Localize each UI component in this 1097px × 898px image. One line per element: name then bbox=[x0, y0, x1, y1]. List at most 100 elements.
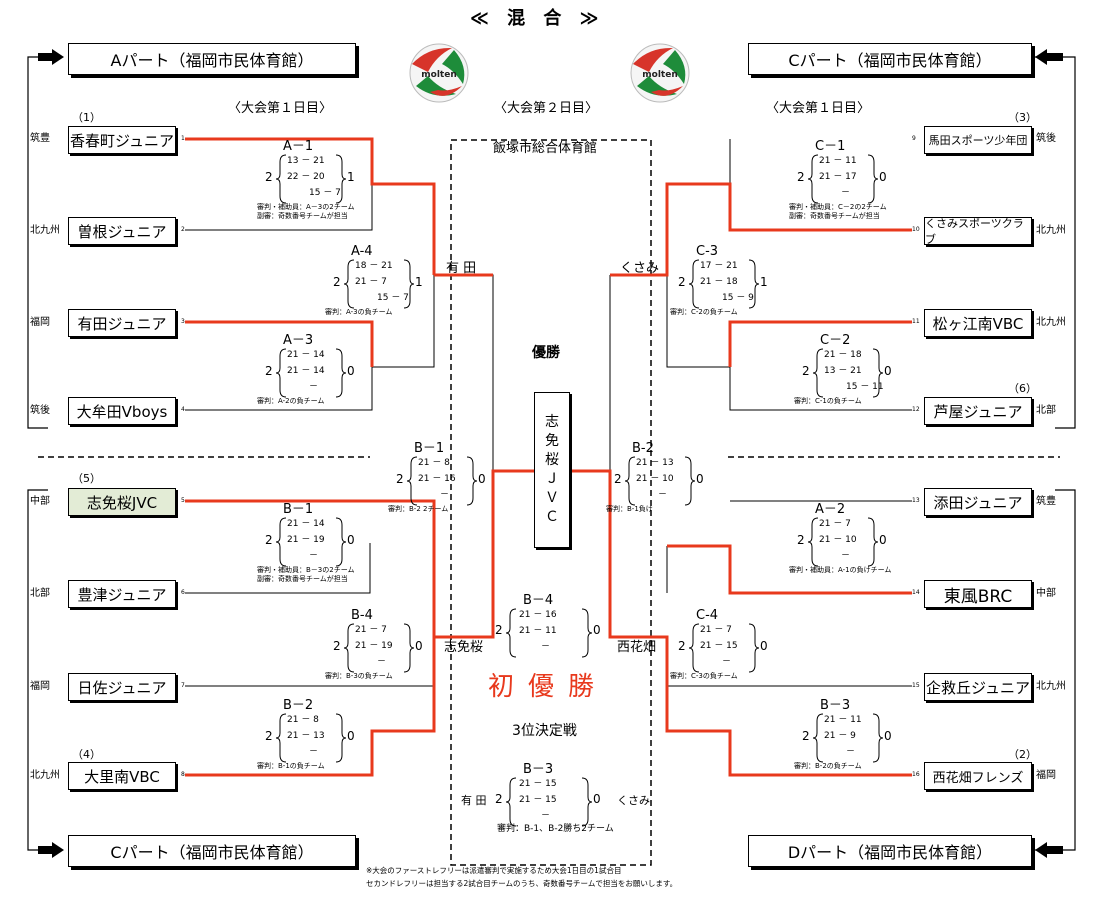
match-name: C－2 bbox=[820, 333, 851, 348]
part-c-header-bottom: Cパート（福岡市民体育館） bbox=[68, 835, 356, 867]
team-region: 中部 bbox=[30, 496, 50, 507]
part-c-header-top: Cパート（福岡市民体育館） bbox=[748, 43, 1032, 75]
sets-left: 2 bbox=[495, 792, 503, 806]
brace-right-icon bbox=[684, 456, 696, 506]
match-block: B－2 2 21 － 8 21 － 13 － 0 審判：B-1の負チーム bbox=[257, 698, 375, 777]
set-score: － bbox=[722, 657, 732, 667]
set-score: 21 － 13 bbox=[636, 458, 674, 468]
team-number: 7 bbox=[181, 682, 185, 689]
team-region: 北九州 bbox=[1036, 681, 1066, 692]
set-score: 21 － 15 bbox=[519, 779, 557, 789]
team-box: 大牟田Vboys bbox=[68, 397, 176, 425]
team-box: 大里南VBC bbox=[68, 762, 176, 790]
set-score: 21 － 18 bbox=[700, 277, 738, 287]
team-box: 有田ジュニア bbox=[68, 309, 176, 337]
match-name: B－2 bbox=[283, 698, 314, 713]
champion-char: Ｊ bbox=[545, 471, 559, 487]
brace-right-icon bbox=[403, 623, 415, 673]
referee-note: 審判：C-3の負チーム bbox=[670, 672, 738, 680]
team-region: 筑後 bbox=[1036, 133, 1056, 144]
set-score: 21 － 16 bbox=[519, 610, 557, 620]
seed-label: （4） bbox=[72, 748, 101, 761]
sets-right: 0 bbox=[347, 533, 355, 547]
match-block: C-4 2 21 － 7 21 － 15 － 0 審判：C-3の負チーム bbox=[670, 608, 788, 687]
set-score: 21 － 13 bbox=[287, 731, 325, 741]
sets-right: 0 bbox=[884, 364, 892, 378]
match-block: B－1 2 21 － 8 21 － 16 － 0 審判：B-2 2チーム bbox=[388, 442, 506, 520]
set-score: 18 － 21 bbox=[355, 261, 393, 271]
referee-note: 副審：奇数番号チームが担当 bbox=[789, 212, 880, 220]
set-score: 21 － 11 bbox=[819, 156, 857, 166]
match-name: A－1 bbox=[283, 139, 314, 154]
team-region: 北部 bbox=[30, 588, 50, 599]
winner-label: 有 田 bbox=[446, 261, 477, 276]
set-score: 21 － 9 bbox=[824, 731, 856, 741]
referee-note: 審判：C-1の負チーム bbox=[794, 397, 862, 405]
team-box: 馬田スポーツ少年団 bbox=[924, 126, 1032, 154]
match-block: B－3 2 21 － 15 21 － 15 － 0 審判：B-1、B-2勝ち2チ… bbox=[495, 762, 614, 841]
third-place-label: 3位決定戦 bbox=[512, 723, 577, 739]
team-number: 13 bbox=[912, 497, 920, 504]
winner-label: くさみ bbox=[620, 261, 660, 276]
set-score: － bbox=[541, 811, 551, 821]
brace-right-icon bbox=[466, 456, 478, 506]
set-score: 21 － 16 bbox=[418, 474, 456, 484]
sets-right: 0 bbox=[347, 729, 355, 743]
match-block: A－2 2 21 － 7 21 － 10 － 0 審判・補助員：A-1の負けチー… bbox=[789, 503, 907, 581]
brace-right-icon bbox=[748, 259, 760, 309]
sets-left: 2 bbox=[333, 275, 341, 289]
match-name: B－3 bbox=[523, 762, 554, 777]
brace-right-icon bbox=[581, 608, 593, 658]
team-region: 筑豊 bbox=[1036, 496, 1056, 507]
team-region: 北九州 bbox=[30, 770, 60, 781]
team-region: 中部 bbox=[1036, 588, 1056, 599]
team-number: 14 bbox=[912, 589, 920, 596]
brace-left-icon bbox=[688, 623, 700, 673]
third-team-left: 有 田 bbox=[461, 794, 487, 807]
brace-left-icon bbox=[275, 517, 287, 567]
set-score: 21 － 11 bbox=[519, 626, 557, 636]
team-number: 8 bbox=[181, 771, 185, 778]
brace-right-icon bbox=[867, 517, 879, 567]
match-name: B－3 bbox=[820, 698, 851, 713]
brace-left-icon bbox=[624, 456, 636, 506]
team-box: くさみスポーツクラブ bbox=[924, 217, 1032, 246]
match-block: B-4 2 21 － 7 21 － 19 － 0 審判：B-3の負チーム bbox=[325, 609, 443, 687]
set-score: 21 － 19 bbox=[355, 641, 393, 651]
team-number: 6 bbox=[181, 589, 185, 596]
set-score: 21 － 14 bbox=[287, 519, 325, 529]
volleyball-icon: molten bbox=[630, 43, 690, 103]
third-team-right: くさみ bbox=[617, 794, 650, 807]
sets-left: 2 bbox=[265, 533, 273, 547]
champion-char: 桜 bbox=[545, 452, 559, 468]
referee-note: 審判：B-1の負チーム bbox=[257, 762, 325, 770]
team-region: 筑後 bbox=[30, 405, 50, 416]
seed-label: （2） bbox=[1008, 748, 1037, 761]
match-name: B-2 bbox=[632, 441, 654, 456]
team-box: 香春町ジュニア bbox=[68, 126, 176, 154]
referee-note: 審判：B-1、B-2勝ち2チーム bbox=[497, 824, 614, 834]
set-score: 15 － 9 bbox=[722, 293, 754, 303]
referee-note: 審判：B-1負け bbox=[606, 505, 653, 513]
sets-right: 0 bbox=[347, 364, 355, 378]
team-box: 西花畑フレンズ bbox=[924, 762, 1032, 790]
set-score: 15 － 7 bbox=[377, 293, 409, 303]
brace-right-icon bbox=[581, 777, 593, 827]
set-score: 21 － 17 bbox=[819, 172, 857, 182]
team-box: 企救丘ジュニア bbox=[924, 673, 1032, 701]
champion-label: 優勝 bbox=[532, 345, 560, 361]
match-name: C-4 bbox=[696, 608, 719, 623]
page-title: ≪ 混 合 ≫ bbox=[470, 8, 605, 29]
referee-note: 審判・補助員：A－3の2チーム bbox=[257, 203, 355, 211]
sets-right: 0 bbox=[478, 472, 486, 486]
referee-note: 審判：B-2の負チーム bbox=[794, 762, 862, 770]
set-score: － bbox=[440, 490, 450, 500]
team-box: 日佐ジュニア bbox=[68, 673, 176, 701]
set-score: 21 － 11 bbox=[824, 715, 862, 725]
match-block: B－1 2 21 － 14 21 － 19 － 0 審判・補助員：B－3の2チー… bbox=[257, 503, 375, 583]
team-box: 豊津ジュニア bbox=[68, 580, 176, 608]
sets-right: 0 bbox=[879, 533, 887, 547]
brace-left-icon bbox=[343, 259, 355, 309]
brace-right-icon bbox=[867, 154, 879, 204]
sets-left: 2 bbox=[265, 364, 273, 378]
